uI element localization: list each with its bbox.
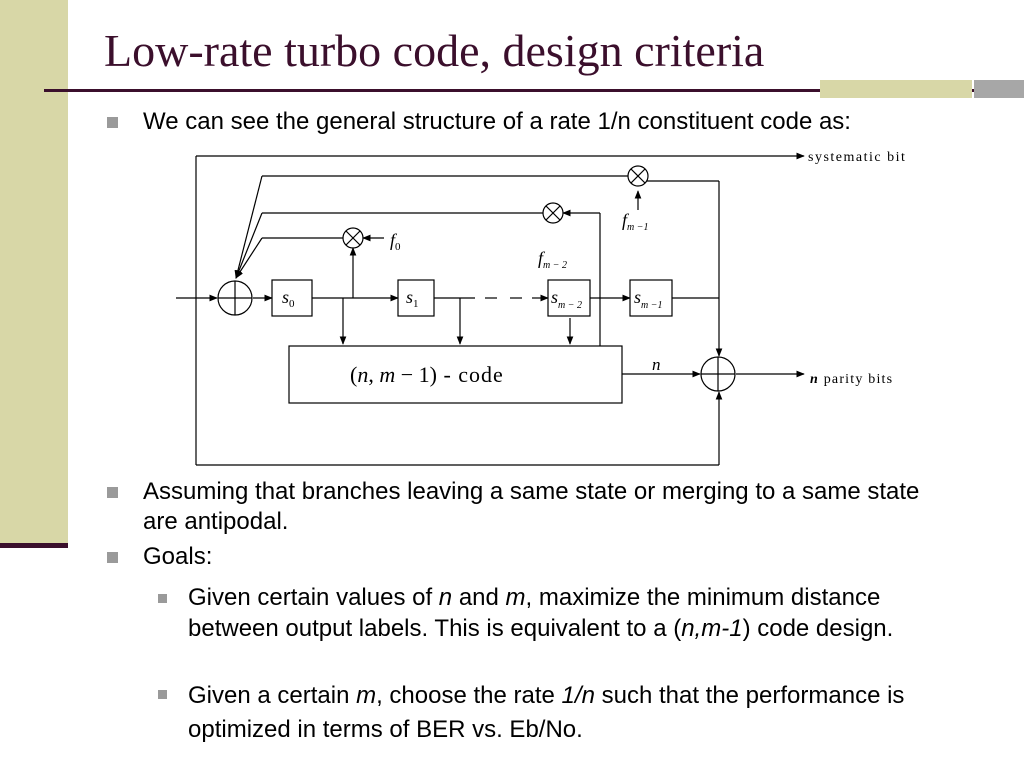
fm-1-label: fm −1 — [622, 210, 649, 233]
state-label-s1: s1 — [406, 287, 419, 310]
n-branch-label: n — [652, 355, 661, 374]
state-sm-1 — [629, 279, 673, 317]
multiplier-fm-1-icon — [627, 165, 649, 187]
bullet-marker — [107, 552, 118, 563]
left-accent-line — [0, 543, 68, 548]
state-sm-2 — [547, 279, 591, 317]
code-box — [288, 345, 623, 404]
fm-2-label: fm − 2 — [538, 248, 567, 271]
state-label-sm-1: sm −1 — [634, 287, 663, 311]
parity-adder-icon — [700, 356, 736, 392]
sub-bullet-marker — [158, 594, 167, 603]
sub-bullet-text-rate: Given a certain m, choose the rate 1/n s… — [188, 682, 905, 743]
state-s0 — [271, 279, 313, 317]
systematic-bit-label: systematic bit — [808, 150, 906, 165]
parity-bits-label: n parity bits — [810, 372, 893, 387]
multiplier-f0-icon — [342, 227, 364, 249]
code-box-label: (n, m − 1) - code — [350, 362, 504, 387]
state-label-s0: s0 — [282, 287, 295, 310]
sub-bullet-marker — [158, 690, 167, 699]
bullet-text-goals: Goals: — [143, 543, 213, 570]
bullet-marker — [107, 117, 118, 128]
title-accent-block — [820, 80, 972, 98]
page-title: Low-rate turbo code, design criteria — [104, 25, 765, 76]
state-s1 — [397, 279, 435, 317]
f0-label: f0 — [390, 230, 401, 253]
bullet-text-structure: We can see the general structure of a ra… — [143, 108, 851, 135]
input-adder-icon — [217, 280, 253, 316]
bullet-text-antipodal: Assuming that branches leaving a same st… — [143, 478, 920, 535]
bullet-marker — [107, 487, 118, 498]
multiplier-fm-2-icon — [542, 202, 564, 224]
title-accent-block-gray — [974, 80, 1024, 98]
sub-bullet-text-min-distance: Given certain values of n and m, maximiz… — [188, 584, 894, 642]
title-rule — [44, 89, 974, 92]
state-label-sm-2: sm − 2 — [551, 287, 582, 311]
